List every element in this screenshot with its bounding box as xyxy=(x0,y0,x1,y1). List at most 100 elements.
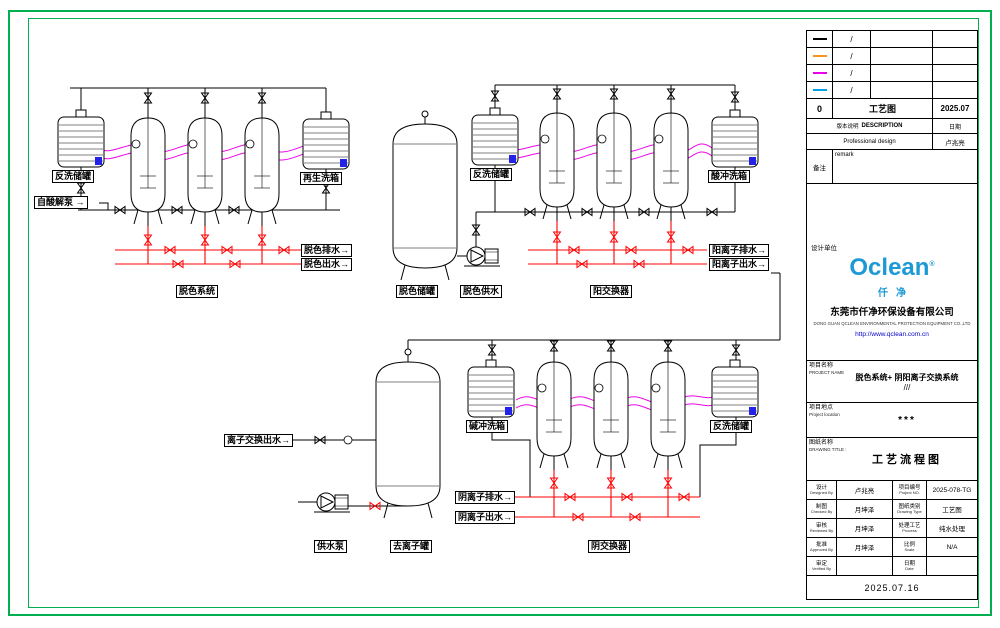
drawing-title-block: 图纸名称 DRAWING TITLE : 工艺流程图 xyxy=(807,438,977,481)
revision-date: 2025.07 xyxy=(940,104,970,113)
label-cation-drain: 阳离子排水→ xyxy=(709,244,770,257)
company-url: http://www.qclean.com.cn xyxy=(855,331,929,338)
company-block: 设计单位 Oclean® 仟净 东莞市仟净环保设备有限公司 DONG GUAN … xyxy=(807,184,977,361)
anion-column-1 xyxy=(536,351,572,471)
signoff-value xyxy=(927,557,977,575)
label-backwash-tank-top-left: 反洗储罐 xyxy=(52,170,95,183)
label-anion-exchanger: 阴交换器 xyxy=(588,540,631,553)
label-backwash-tank-top-right: 反洗储罐 xyxy=(470,168,513,181)
project-name-note: /// xyxy=(903,382,911,392)
label-backwash-tank-bottom-right: 反洗储罐 xyxy=(710,420,753,433)
project-location-block: 项目地点 Project location *** xyxy=(807,403,977,438)
label-acid-flush-tank: 酸冲洗箱 xyxy=(708,170,751,183)
revision-header-row: 版本说明 DESCRIPTION 日期 xyxy=(807,119,977,134)
remark-value: remark xyxy=(835,152,854,158)
signoff-value: 卢兆亮 xyxy=(837,481,893,499)
revision-row: / xyxy=(807,65,977,82)
revision-header-date: 日期 xyxy=(948,124,961,131)
label-supply-pump: 供水泵 xyxy=(314,540,348,553)
revision-slash: / xyxy=(833,48,871,64)
label-alkali-flush-tank: 碱冲洗箱 xyxy=(466,420,509,433)
revision-slash: / xyxy=(833,82,871,98)
project-location-label-cn: 项目地点 xyxy=(809,405,834,411)
signoff-value xyxy=(837,557,893,575)
label-regen-wash-tank: 再生洗箱 xyxy=(300,172,343,185)
drawing-title-label-cn: 图纸名称 xyxy=(809,440,834,446)
deionization-vessel xyxy=(375,348,441,519)
professional-value: 卢兆亮 xyxy=(945,139,965,147)
instrument-bubble xyxy=(343,435,353,445)
decolor-column-3 xyxy=(244,107,280,227)
project-location-label-en: Project location xyxy=(809,412,840,418)
design-unit-label: 设计单位 xyxy=(811,245,837,252)
label-ion-exchange-outlet: 离子交换出水→ xyxy=(224,434,294,447)
revision-slash: / xyxy=(833,65,871,81)
signoff-value: N/A xyxy=(946,543,958,551)
decolor-column-2 xyxy=(187,107,223,227)
cation-column-3 xyxy=(653,102,689,222)
revision-mark xyxy=(812,55,827,57)
project-location-value: *** xyxy=(898,414,916,426)
backwash-tank-bottom-right xyxy=(711,359,759,418)
anion-column-3 xyxy=(650,351,686,471)
revision-row: / xyxy=(807,82,977,99)
revision-name: 工艺图 xyxy=(833,99,933,118)
company-name-cn: 东莞市仟净环保设备有限公司 xyxy=(830,307,954,318)
anion-column-2 xyxy=(593,351,629,471)
title-block: / / / / 0 工艺图 2025.07 版本说明 DESCRIPTION xyxy=(806,30,978,600)
label-decolor-drain: 脱色排水→ xyxy=(301,244,353,257)
signoff-value: 纯水处理 xyxy=(939,526,965,533)
signoff-value: 月坤泽 xyxy=(837,538,893,556)
label-anion-outlet: 阴离子出水→ xyxy=(455,511,516,524)
label-decolor-storage-tank: 脱色储罐 xyxy=(396,285,439,298)
label-decolor-outlet: 脱色出水→ xyxy=(301,258,353,271)
regen-wash-tank xyxy=(302,111,350,170)
outer-green-frame xyxy=(8,10,992,616)
drawing-title-label-en: DRAWING TITLE : xyxy=(809,447,847,453)
backwash-tank-top-right xyxy=(471,107,519,166)
remark-label: 备注 xyxy=(807,150,833,183)
drawing-title-value: 工艺流程图 xyxy=(872,454,942,466)
professional-row: Professional design 卢兆亮 xyxy=(807,134,977,150)
revision-row: / xyxy=(807,48,977,65)
revision-row: / xyxy=(807,31,977,48)
decolor-column-1 xyxy=(130,107,166,227)
cation-column-2 xyxy=(596,102,632,222)
alkali-flush-tank xyxy=(467,359,515,418)
water-supply-pump xyxy=(313,492,351,513)
label-anion-drain: 阴离子排水→ xyxy=(455,491,516,504)
inner-green-frame xyxy=(28,18,979,608)
acid-flush-tank xyxy=(711,109,759,168)
cation-column-1 xyxy=(539,102,575,222)
label-decolor-system: 脱色系统 xyxy=(176,285,219,298)
remark-row: 备注 remark xyxy=(807,150,977,184)
label-decolor-supply: 脱色供水 xyxy=(460,285,503,298)
revision-header-cn: 版本说明 xyxy=(836,124,859,130)
revision-current-row: 0 工艺图 2025.07 xyxy=(807,99,977,119)
company-logo-cn: 仟净 xyxy=(878,288,914,299)
revision-mark xyxy=(812,89,827,91)
project-name-label-en: PROJECT NAME xyxy=(809,370,845,376)
signoff-value: 月坤泽 xyxy=(837,500,893,518)
signoff-value: 月坤泽 xyxy=(837,519,893,537)
project-name-block: 项目名称 PROJECT NAME 脱色系统+ 阴阳离子交换系统 /// xyxy=(807,361,977,403)
signoff-value: 工艺图 xyxy=(942,507,962,514)
revision-header-en: DESCRIPTION xyxy=(861,123,903,129)
revision-slash: / xyxy=(833,31,871,47)
revision-number: 0 xyxy=(807,99,833,118)
revision-mark xyxy=(812,72,827,74)
backwash-tank-top-left xyxy=(57,109,105,168)
revision-mark xyxy=(812,38,827,40)
label-deionization-tank: 去离子罐 xyxy=(390,540,433,553)
label-cation-outlet: 阳离子出水→ xyxy=(709,258,770,271)
professional-label: Professional design xyxy=(807,134,933,149)
signoff-value: 2025-078-TG xyxy=(932,486,972,494)
project-name-label-cn: 项目名称 xyxy=(809,363,834,369)
decolor-storage-vessel xyxy=(392,110,458,281)
company-name-en: DONG GUAN QCLEAN ENVIRONMENTAL PROTECTIO… xyxy=(813,321,971,326)
company-logo: Oclean® xyxy=(849,254,935,281)
project-name-value: 脱色系统+ 阴阳离子交换系统 xyxy=(855,372,959,382)
